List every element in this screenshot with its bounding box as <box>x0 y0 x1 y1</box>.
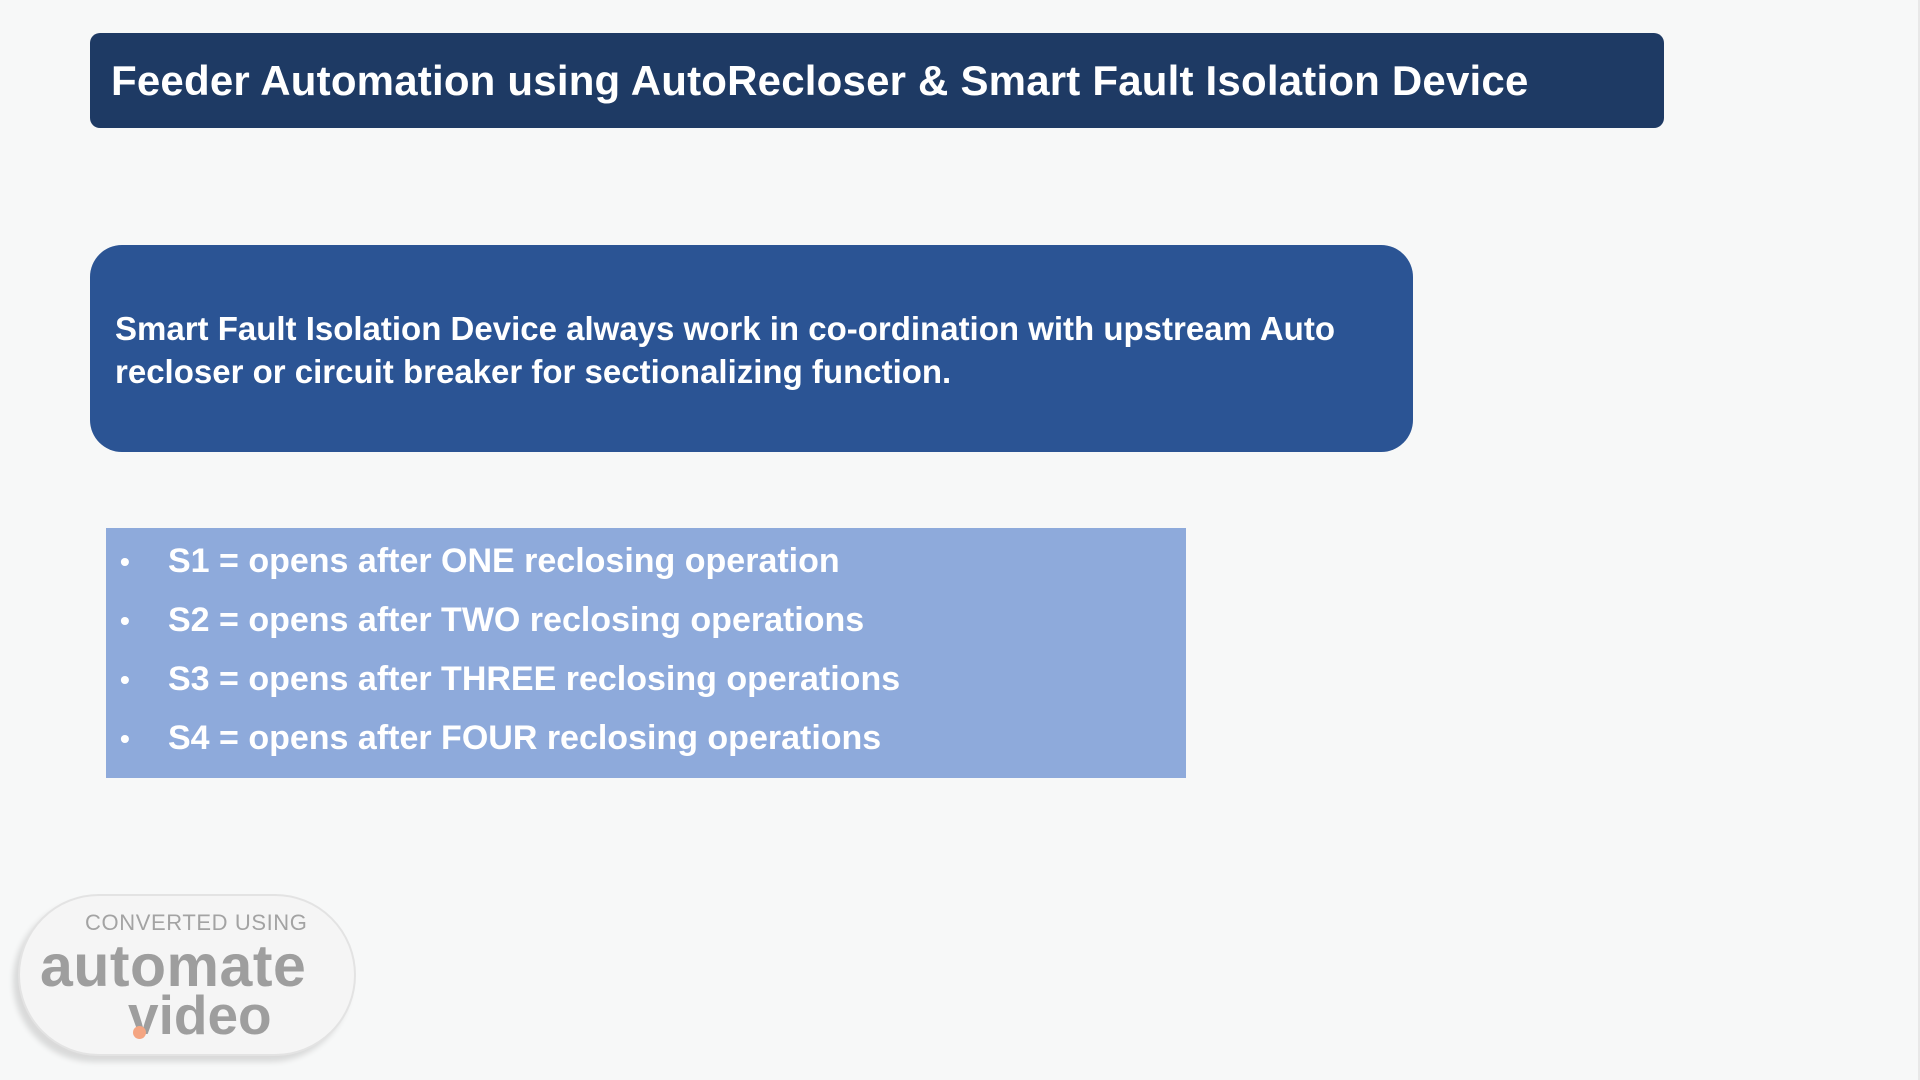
watermark-top-text: CONVERTED USING <box>85 910 308 935</box>
title-bar: Feeder Automation using AutoRecloser & S… <box>90 33 1664 128</box>
bullet-icon: • <box>120 604 130 636</box>
watermark-badge: CONVERTED USING automate video <box>18 894 356 1056</box>
slide-title: Feeder Automation using AutoRecloser & S… <box>111 56 1529 104</box>
list-item: • S2 = opens after TWO reclosing operati… <box>106 591 1186 650</box>
watermark-logo-text: automate <box>40 933 307 999</box>
list-item-text: S4 = opens after FOUR reclosing operatio… <box>168 719 882 757</box>
list-item-text: S2 = opens after TWO reclosing operation… <box>168 601 865 639</box>
slide-edge-divider <box>1918 0 1920 1080</box>
info-text: Smart Fault Isolation Device always work… <box>115 310 1335 390</box>
list-item-text: S3 = opens after THREE reclosing operati… <box>168 660 901 698</box>
list-item: • S1 = opens after ONE reclosing operati… <box>106 532 1186 591</box>
list-item: • S4 = opens after FOUR reclosing operat… <box>106 709 1186 768</box>
list-item: • S3 = opens after THREE reclosing opera… <box>106 650 1186 709</box>
bullet-list: • S1 = opens after ONE reclosing operati… <box>106 528 1186 778</box>
watermark-dot-icon <box>133 1026 146 1039</box>
bullet-icon: • <box>120 663 130 695</box>
bullet-icon: • <box>120 545 130 577</box>
watermark-logo-subtext: video <box>128 984 272 1046</box>
bullet-icon: • <box>120 722 130 754</box>
list-item-text: S1 = opens after ONE reclosing operation <box>168 542 840 580</box>
info-box: Smart Fault Isolation Device always work… <box>90 245 1413 452</box>
